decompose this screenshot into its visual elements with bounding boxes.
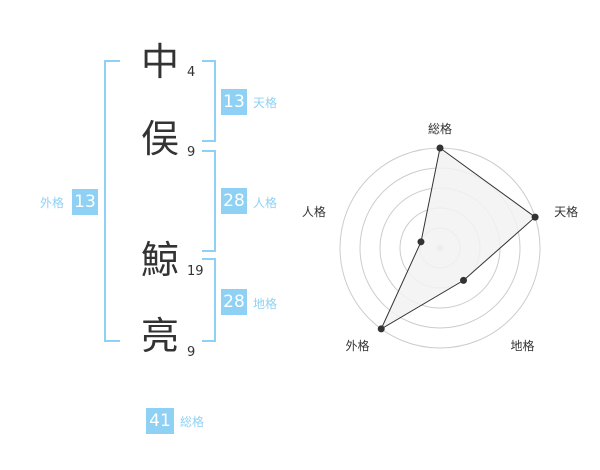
jinkaku-value: 28 <box>221 188 247 214</box>
chikaku-value: 28 <box>221 289 247 315</box>
tenkaku-label: 天格 <box>253 96 278 110</box>
gaikaku-label: 外格 <box>40 196 65 210</box>
radar-point-1 <box>436 144 444 152</box>
radar-axis-label: 天格 <box>554 204 578 219</box>
gaikaku-value: 13 <box>72 189 98 215</box>
radar-point-3 <box>460 276 468 284</box>
tenkaku-value: 13 <box>221 89 247 115</box>
jinkaku-bracket <box>202 150 216 252</box>
radar-point-4 <box>377 325 385 333</box>
radar-data-polygon <box>380 147 536 331</box>
stroke-count-2: 9 <box>187 145 196 160</box>
radar-axis-label: 人格 <box>302 204 326 219</box>
soukaku-value: 41 <box>146 408 174 434</box>
radar-axis-label: 地格 <box>511 338 535 353</box>
radar-axis-label: 総格 <box>428 121 452 136</box>
stroke-count-3: 19 <box>187 264 204 279</box>
gaikaku-bracket <box>104 60 120 342</box>
jinkaku-label: 人格 <box>253 196 278 210</box>
soukaku-label: 総格 <box>180 415 205 429</box>
stroke-count-1: 4 <box>187 65 196 80</box>
name-char-4: 亮 <box>140 314 179 358</box>
stroke-count-4: 9 <box>187 345 196 360</box>
chikaku-bracket <box>202 258 216 342</box>
name-char-3: 鯨 <box>140 238 179 282</box>
chikaku-label: 地格 <box>253 297 278 311</box>
name-char-2: 俣 <box>140 117 179 161</box>
radar-axis-label: 外格 <box>345 338 369 353</box>
radar-point-2 <box>531 213 539 221</box>
radar-point-5 <box>417 238 425 246</box>
tenkaku-bracket <box>202 60 216 142</box>
name-char-1: 中 <box>140 40 179 84</box>
